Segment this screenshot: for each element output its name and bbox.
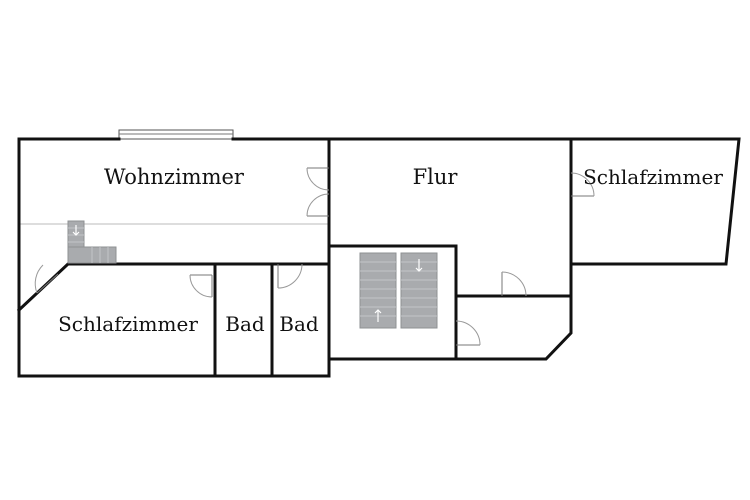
room-label-wohnzimmer: Wohnzimmer bbox=[104, 165, 245, 189]
room-label-bad-2: Bad bbox=[279, 312, 319, 336]
room-label-schlafzimmer-right: Schlafzimmer bbox=[583, 165, 723, 189]
door-living-flur-lower bbox=[306, 193, 330, 217]
living-lower-wall bbox=[16, 262, 331, 313]
room-label-bad-1: Bad bbox=[225, 312, 265, 336]
stair-box-wall bbox=[327, 244, 573, 298]
door-lower-right-room bbox=[455, 320, 481, 346]
stair-flight-right bbox=[400, 252, 438, 329]
door-living-flur-upper bbox=[306, 167, 330, 191]
door-flur-lower-right bbox=[501, 271, 527, 297]
stair-l-shaped bbox=[67, 220, 117, 264]
room-label-schlafzimmer-left: Schlafzimmer bbox=[58, 312, 198, 336]
top-wall-right bbox=[327, 137, 741, 266]
walls bbox=[16, 137, 741, 378]
door-bad-2 bbox=[277, 263, 303, 289]
lower-right-wall bbox=[327, 262, 573, 361]
left-outer-wall bbox=[17, 137, 331, 378]
stair-flight-left bbox=[359, 252, 397, 329]
room-label-flur: Flur bbox=[413, 165, 459, 189]
door-bedroom-left bbox=[189, 274, 213, 298]
door-diagonal-bedroom bbox=[34, 264, 59, 294]
door-flur-bedroom-right bbox=[570, 172, 595, 197]
